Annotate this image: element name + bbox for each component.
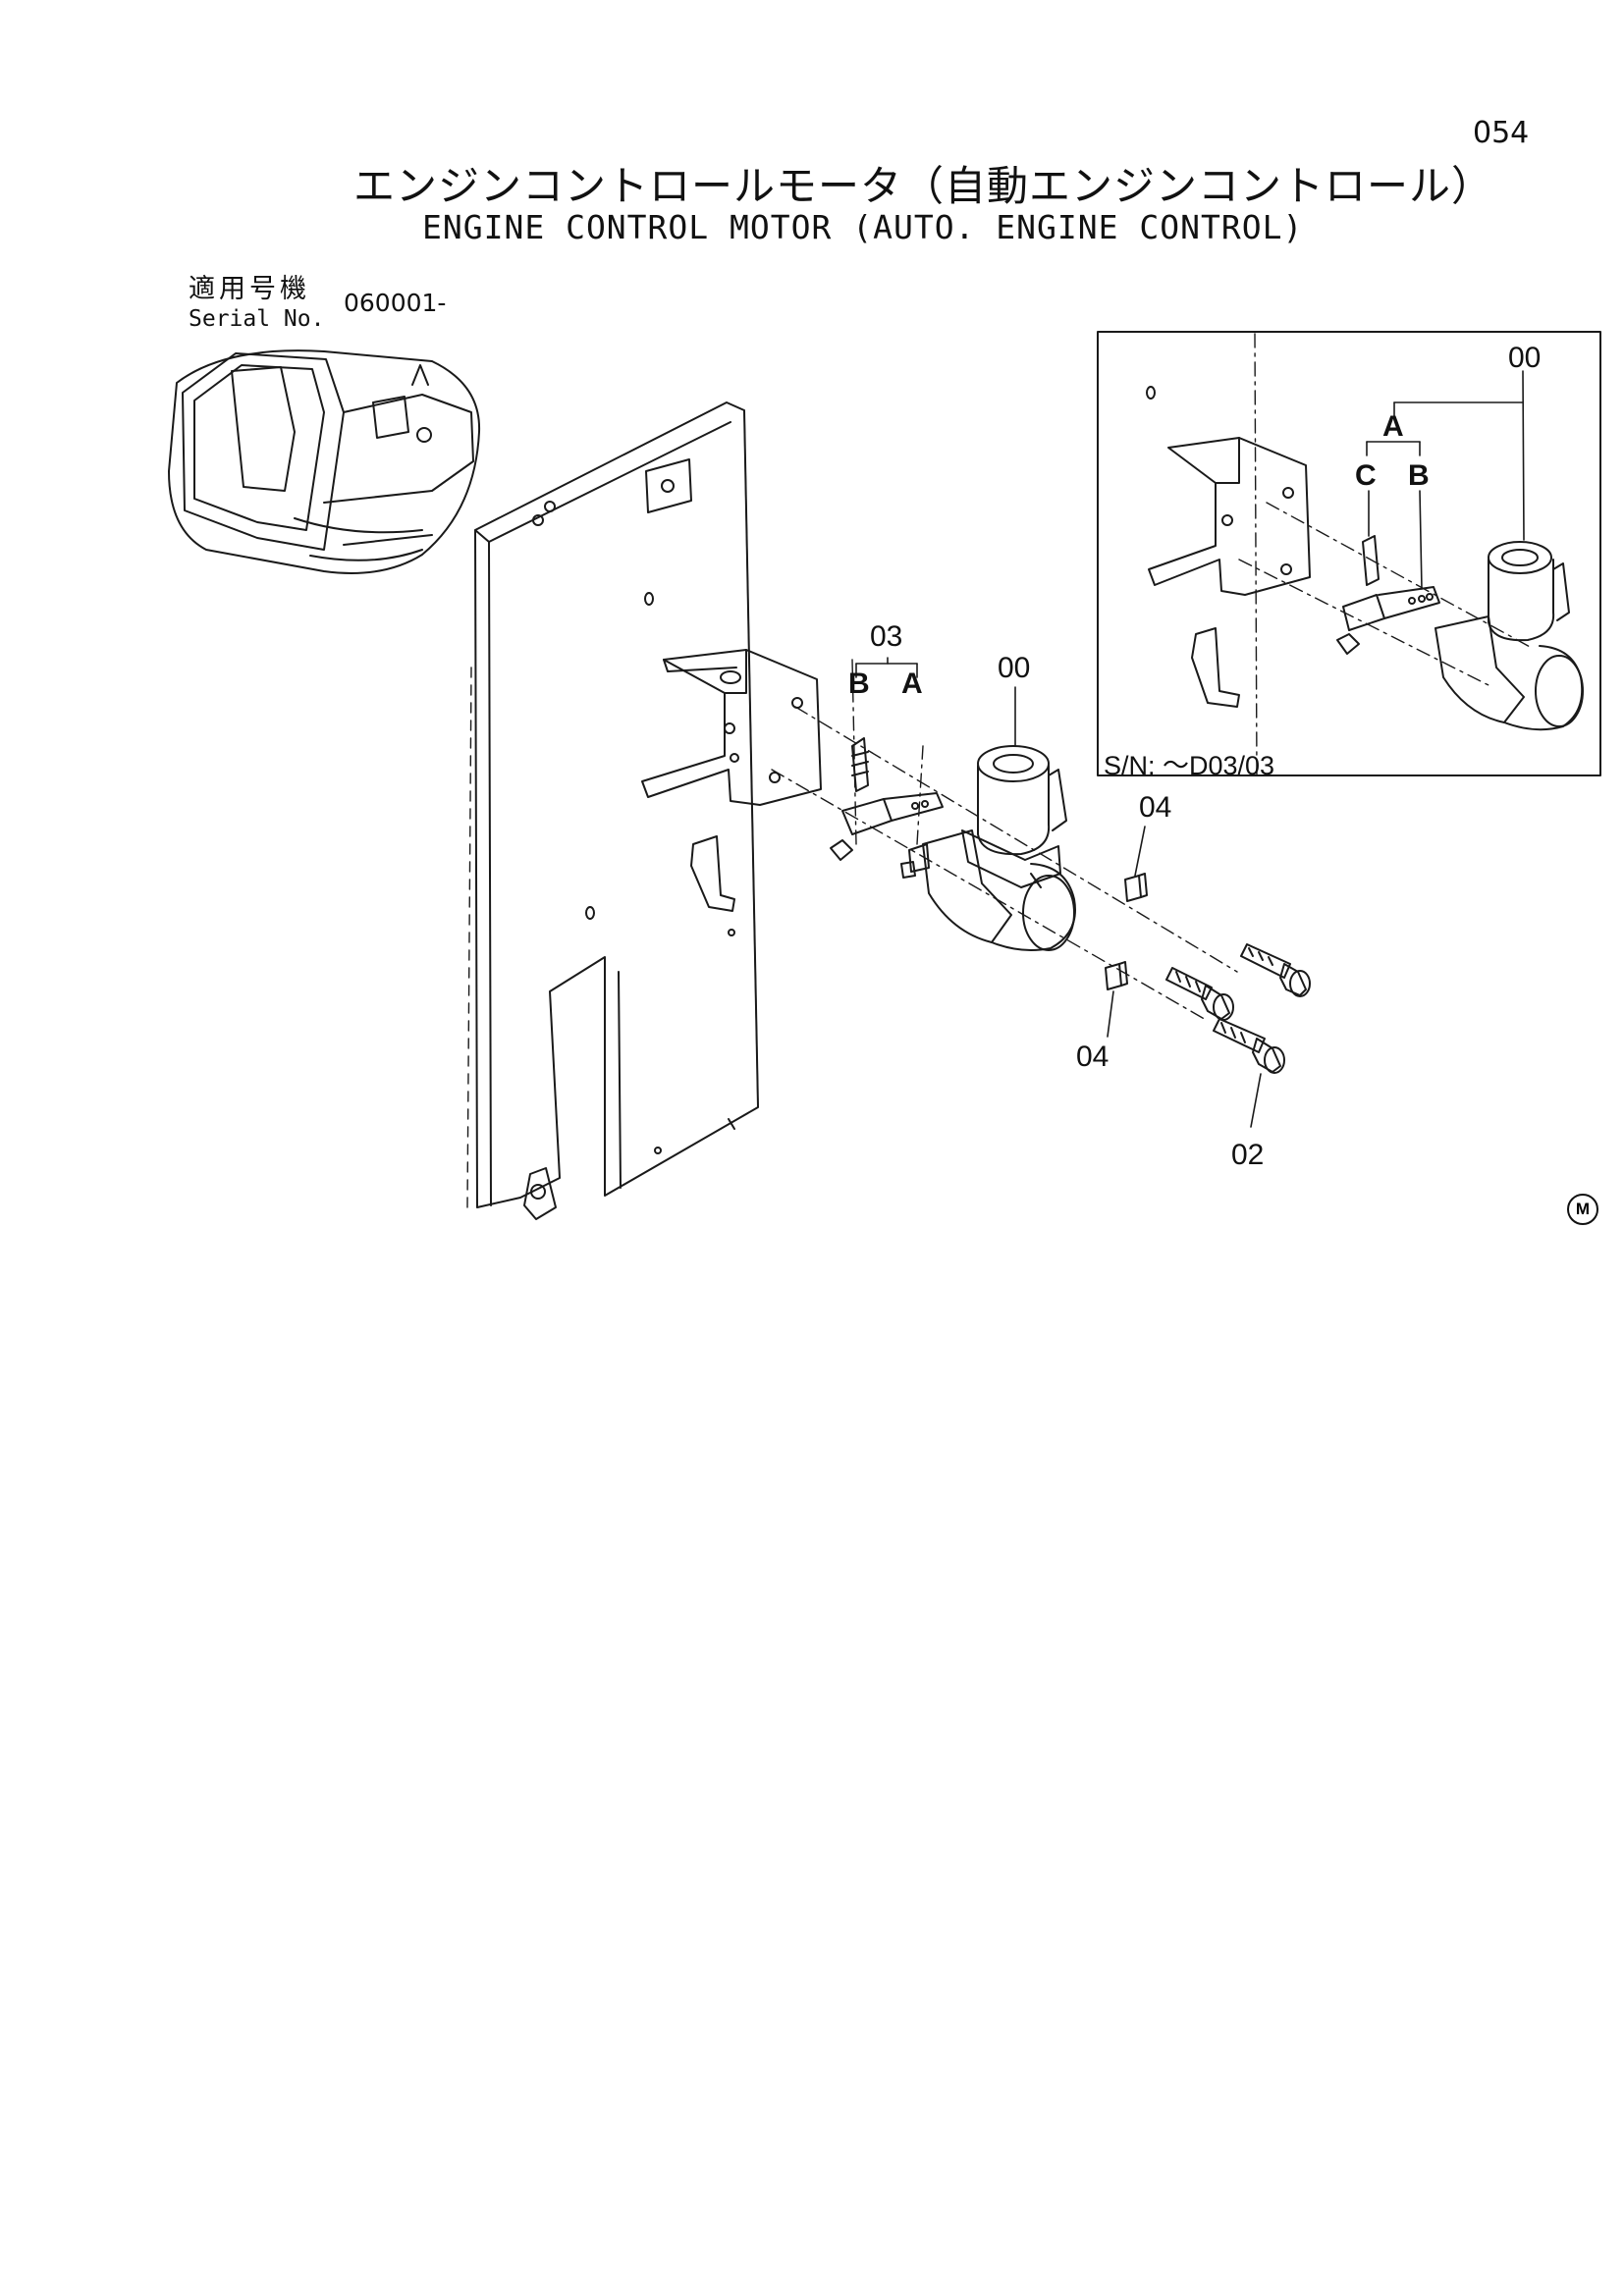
excavator-thumbnail-illustration [168,349,481,574]
inset-detail-box [1097,331,1601,776]
serial-label-english: Serial No. [189,306,325,332]
serial-number-value: 060001- [344,289,447,317]
callout-leader-lines [855,657,1262,1128]
serial-label-japanese: 適用号機 [189,274,310,304]
bolt-part-02 [1213,1018,1285,1074]
callout-part-03-b: B [848,667,870,700]
inset-callout-b: B [1408,459,1430,492]
bolt-middle [1165,967,1234,1021]
title-japanese: エンジンコントロールモータ（自動エンジンコントロール） [353,162,1494,210]
motor-bracket [641,649,822,806]
callout-part-04-bottom: 04 [1076,1041,1110,1073]
page-number: 054 [1473,116,1530,150]
bolt-upper [1240,943,1311,997]
manual-mark-badge: M [1567,1194,1598,1225]
inset-callout-a: A [1382,410,1404,443]
washer-part-04-bottom [1105,961,1128,990]
title-english: ENGINE CONTROL MOTOR (AUTO. ENGINE CONTR… [422,208,1304,246]
inset-serial-note: S/N: ～D03/03 [1104,751,1275,780]
inset-callout-c: C [1355,459,1377,492]
callout-part-04-top: 04 [1139,791,1172,824]
callout-part-02: 02 [1231,1139,1265,1171]
main-mounting-panel [466,401,759,1220]
inset-callout-part-00: 00 [1508,342,1542,374]
washer-part-04-top [1124,873,1148,902]
callout-part-03: 03 [870,620,903,653]
engine-control-motor-part-00 [900,745,1076,951]
callout-part-03-a: A [901,667,923,700]
linkage-part-03 [830,737,944,861]
callout-part-00: 00 [998,652,1031,684]
